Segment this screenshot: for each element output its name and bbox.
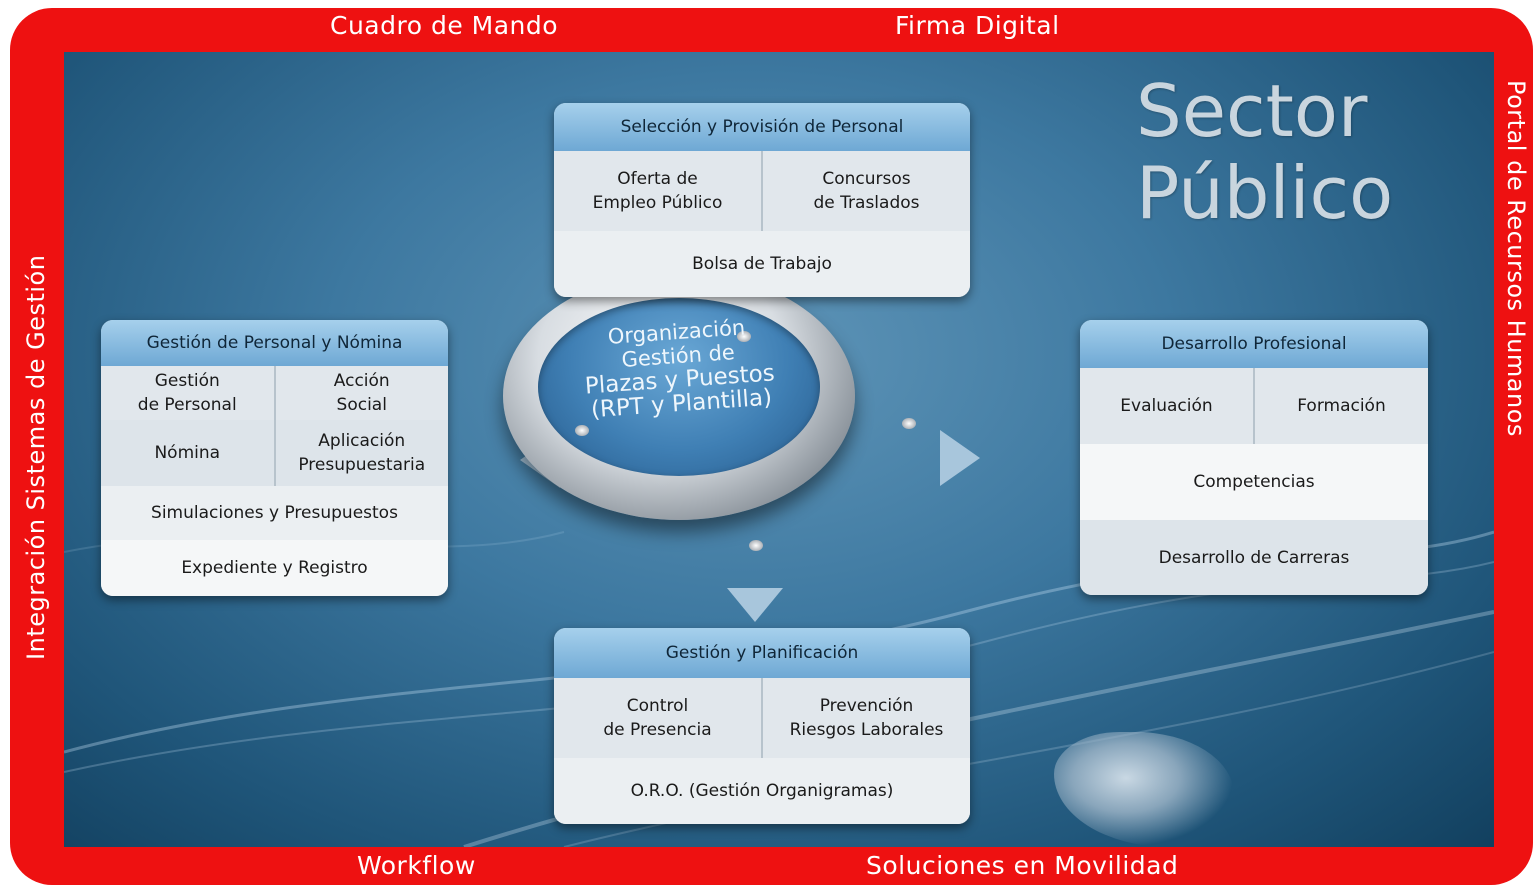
bolt-icon — [749, 540, 763, 551]
edge-portal-recursos-humanos[interactable]: Portal de Recursos Humanos — [1502, 80, 1530, 437]
gestion-line-1: Gestión — [154, 371, 220, 391]
bolt-icon — [575, 425, 589, 436]
oferta-line-1: Oferta de — [617, 169, 698, 189]
prevencion-line-2: Riesgos Laborales — [789, 720, 944, 740]
box-seleccion: Selección y Provisión de Personal Oferta… — [554, 103, 970, 297]
box-personal-header[interactable]: Gestión de Personal y Nómina — [101, 320, 448, 366]
edge-cuadro-de-mando[interactable]: Cuadro de Mando — [330, 11, 559, 40]
concursos-line-2: de Traslados — [813, 193, 920, 213]
oferta-line-2: Empleo Público — [592, 193, 723, 213]
cell-competencias[interactable]: Competencias — [1080, 444, 1428, 520]
box-personal-nomina: Gestión de Personal y Nómina Gestión de P… — [101, 320, 448, 596]
cell-expediente-registro[interactable]: Expediente y Registro — [101, 540, 448, 596]
aplicacion-line-2: Presupuestaria — [298, 455, 426, 475]
box-desarrollo-header[interactable]: Desarrollo Profesional — [1080, 320, 1428, 368]
control-line-1: Control — [626, 696, 689, 716]
box-seleccion-header[interactable]: Selección y Provisión de Personal — [554, 103, 970, 151]
box-planificacion-header[interactable]: Gestión y Planificación — [554, 628, 970, 678]
cell-oferta-empleo[interactable]: Oferta de Empleo Público — [554, 151, 761, 231]
aplicacion-line-1: Aplicación — [318, 431, 406, 451]
hub-label[interactable]: Organización Gestión de Plazas y Puestos… — [535, 310, 823, 425]
bolt-icon — [737, 331, 751, 342]
cell-formacion[interactable]: Formación — [1253, 368, 1428, 444]
bolt-icon — [902, 418, 916, 429]
cell-concursos-traslados[interactable]: Concursos de Traslados — [761, 151, 970, 231]
cell-oro-organigramas[interactable]: O.R.O. (Gestión Organigramas) — [554, 758, 970, 824]
accion-line-2: Social — [336, 395, 387, 415]
cell-desarrollo-carreras[interactable]: Desarrollo de Carreras — [1080, 520, 1428, 595]
gestion-line-2: de Personal — [137, 395, 237, 415]
accion-line-1: Acción — [333, 371, 390, 391]
title-line-1: Sector — [1136, 69, 1368, 153]
edge-integracion-sistemas[interactable]: Integración Sistemas de Gestión — [22, 254, 50, 660]
cell-evaluacion[interactable]: Evaluación — [1080, 368, 1253, 444]
title-line-2: Público — [1136, 151, 1394, 235]
edge-soluciones-movilidad[interactable]: Soluciones en Movilidad — [866, 851, 1179, 880]
sector-publico-title: Sector Público — [1136, 70, 1393, 234]
prevencion-line-1: Prevención — [819, 696, 914, 716]
cell-bolsa-trabajo[interactable]: Bolsa de Trabajo — [554, 231, 970, 297]
box-desarrollo-profesional: Desarrollo Profesional Evaluación Formac… — [1080, 320, 1428, 595]
concursos-line-1: Concursos — [822, 169, 911, 189]
box-gestion-planificacion: Gestión y Planificación Control de Presen… — [554, 628, 970, 824]
cell-control-presencia[interactable]: Control de Presencia — [554, 678, 761, 758]
edge-firma-digital[interactable]: Firma Digital — [895, 11, 1060, 40]
edge-workflow[interactable]: Workflow — [357, 851, 476, 880]
cell-simulaciones[interactable]: Simulaciones y Presupuestos — [101, 486, 448, 540]
cell-nomina[interactable]: Nómina — [101, 420, 274, 486]
cell-gestion-personal[interactable]: Gestión de Personal — [101, 366, 274, 420]
hub-disc[interactable] — [538, 298, 820, 476]
control-line-2: de Presencia — [603, 720, 712, 740]
